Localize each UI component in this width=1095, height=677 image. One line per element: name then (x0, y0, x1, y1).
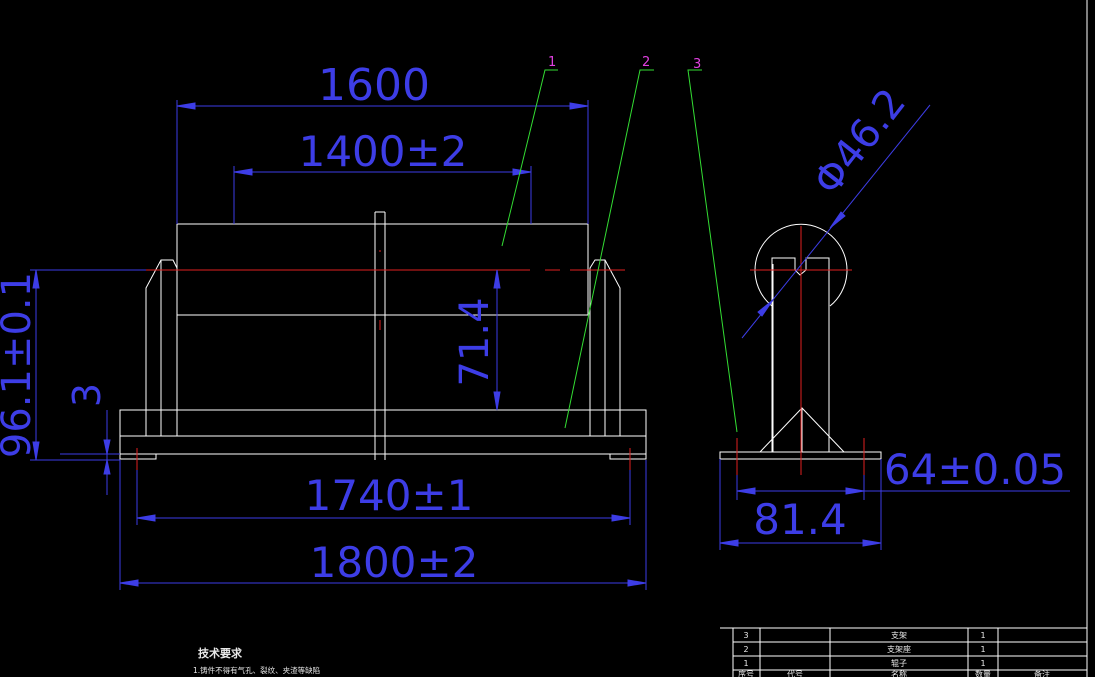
table-row-name: 支架 (891, 630, 907, 640)
table-header-name: 名称 (891, 669, 907, 677)
balloon-3: 3 (693, 57, 701, 72)
side-view: 64±0.05 81.4 Φ46.2 (719, 80, 1070, 550)
dim-81-4: 81.4 (753, 495, 847, 544)
balloon-2: 2 (642, 55, 650, 70)
front-view: 1600 1400±2 1740±1 1800±2 71.4 96.1±0.1 … (0, 60, 647, 590)
dim-1800: 1800±2 (310, 538, 479, 587)
table-row-name: 支架座 (887, 644, 911, 654)
parts-table-text: 3 支架 1 2 支架座 1 1 辊子 1 序号 代号 名称 数量 备注 (738, 630, 1050, 677)
part-leaders (501, 69, 738, 433)
table-row-qty: 1 (980, 659, 985, 668)
shaft (374, 211, 386, 460)
table-row-qty: 1 (980, 645, 985, 654)
side-roller-circle (754, 223, 848, 307)
balloon-1: 1 (548, 55, 556, 70)
front-dimension-lines (30, 100, 647, 590)
dim-3: 3 (65, 383, 109, 407)
table-row-no: 2 (743, 645, 748, 654)
table-row-no: 3 (743, 631, 748, 640)
table-header-remark: 备注 (1034, 669, 1050, 677)
left-bracket (145, 259, 178, 436)
dim-64: 64±0.05 (884, 445, 1066, 494)
dim-1740: 1740±1 (305, 471, 474, 520)
table-row-no: 1 (743, 659, 748, 668)
parts-table (732, 628, 1087, 677)
dim-96-1: 96.1±0.1 (0, 272, 40, 458)
table-header-code: 代号 (787, 669, 803, 677)
table-header-no: 序号 (738, 669, 754, 677)
dim-71-4: 71.4 (452, 297, 498, 386)
dim-diameter: Φ46.2 (805, 80, 915, 203)
base-plate (119, 409, 647, 460)
table-row-name: 辊子 (891, 658, 907, 668)
notes-title: 技术要求 (198, 646, 243, 660)
table-row-qty: 1 (980, 631, 985, 640)
table-header-qty: 数量 (975, 669, 991, 677)
notes-line-1: 1.铸件不得有气孔、裂纹、夹渣等缺陷 (193, 665, 320, 675)
dim-1600: 1600 (318, 60, 430, 111)
dim-1400: 1400±2 (299, 127, 468, 176)
side-dimension-lines (719, 104, 1070, 550)
drawing-frame (720, 0, 1088, 677)
side-centerlines (736, 226, 865, 475)
